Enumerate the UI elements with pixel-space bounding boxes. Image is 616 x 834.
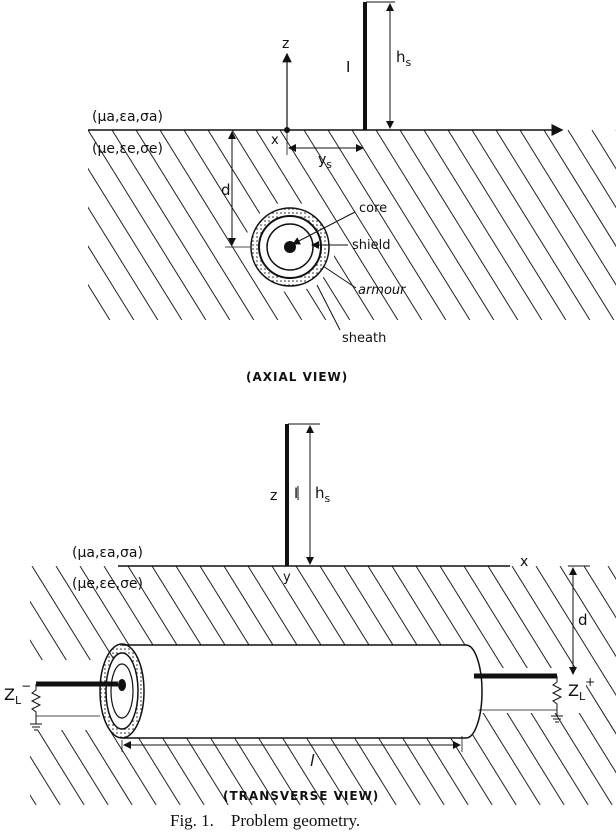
- hatch-line: [423, 130, 543, 320]
- x-label: x: [271, 133, 279, 148]
- hatch-line: [88, 130, 207, 320]
- hatch-line: [447, 130, 567, 320]
- zl-minus-resistor: [30, 684, 42, 716]
- hatch-line: [135, 130, 255, 320]
- y-label-transverse: y: [283, 570, 291, 585]
- cable-far-end: [465, 644, 483, 739]
- hatch-line: [303, 130, 423, 320]
- hatch-line: [559, 566, 616, 805]
- hs-label-transverse: hs: [315, 484, 331, 505]
- transverse-view: x z I y hs (μa,εa,σa) (μe,εe,σe) d: [4, 423, 616, 805]
- earth-hatching-axial: [0, 130, 616, 320]
- hatch-line: [30, 566, 85, 805]
- hatch-line: [88, 130, 135, 320]
- hatch-line: [511, 566, 616, 805]
- hatch-line: [399, 130, 519, 320]
- axial-view-caption: (AXIAL VIEW): [246, 370, 348, 384]
- cable-near-end-core: [118, 679, 126, 691]
- air-params-axial: (μa,εa,σa): [92, 109, 163, 125]
- cable-cross-section: [250, 207, 330, 287]
- hatch-line: [375, 130, 495, 320]
- hatch-line: [471, 130, 591, 320]
- sheath-leader: [316, 284, 341, 331]
- cable-body: [99, 643, 483, 739]
- hatch-line: [519, 130, 616, 320]
- hatch-line: [583, 566, 616, 805]
- hatch-line: [88, 130, 159, 320]
- armour-leader: [322, 265, 357, 289]
- hatch-line: [279, 130, 399, 320]
- axial-view: z x I hs ys (μa,εa,σa) (μe,εe,σe) d: [0, 1, 616, 384]
- earth-hatching-transverse: [30, 566, 616, 805]
- d-label-axial: d: [221, 181, 231, 199]
- transverse-view-caption: (TRANSVERSE VIEW): [223, 789, 379, 803]
- core-leader: [292, 211, 356, 245]
- sheath-label: sheath: [342, 331, 386, 346]
- hatch-line: [591, 130, 616, 320]
- hatch-line: [567, 130, 616, 320]
- hatch-line: [0, 130, 38, 320]
- hatch-line: [535, 566, 616, 805]
- ys-label: ys: [318, 152, 332, 171]
- hatch-line: [495, 130, 615, 320]
- current-I-label-transverse: I: [294, 486, 298, 502]
- core-conductor: [284, 241, 296, 253]
- shield-label: shield: [352, 238, 391, 253]
- z-label-transverse: z: [270, 488, 277, 504]
- origin-dot: [284, 127, 290, 133]
- hatch-line: [327, 130, 447, 320]
- cable-body-mask: [122, 645, 483, 738]
- hs-label: hs: [396, 48, 412, 69]
- core-label: core: [359, 201, 387, 216]
- figure-caption: Fig. 1. Problem geometry.: [170, 811, 360, 830]
- air-params-transverse: (μa,εa,σa): [72, 545, 143, 561]
- hatch-line: [159, 130, 279, 320]
- x-label-transverse: x: [520, 554, 528, 570]
- armour-label: armour: [358, 283, 407, 298]
- hatch-line: [607, 566, 616, 805]
- zl-plus-resistor: [551, 676, 563, 710]
- hatch-line: [30, 566, 61, 805]
- hatch-line: [88, 130, 111, 320]
- current-I-label: I: [346, 58, 350, 76]
- hatch-line: [111, 130, 231, 320]
- hatch-line: [0, 130, 86, 320]
- hatch-line: [0, 130, 62, 320]
- z-label: z: [282, 36, 289, 52]
- hatch-line: [543, 130, 616, 320]
- zl-minus-label: ZL−: [4, 679, 31, 707]
- l-label: l: [310, 751, 315, 770]
- hatch-line: [351, 130, 471, 320]
- d-label-transverse: d: [578, 611, 588, 629]
- hatch-line: [88, 130, 183, 320]
- earth-params-transverse: (μe,εe,σe): [72, 576, 143, 592]
- zl-plus-label: ZL+: [568, 675, 595, 703]
- earth-params-axial: (μe,εe,σe): [92, 141, 163, 157]
